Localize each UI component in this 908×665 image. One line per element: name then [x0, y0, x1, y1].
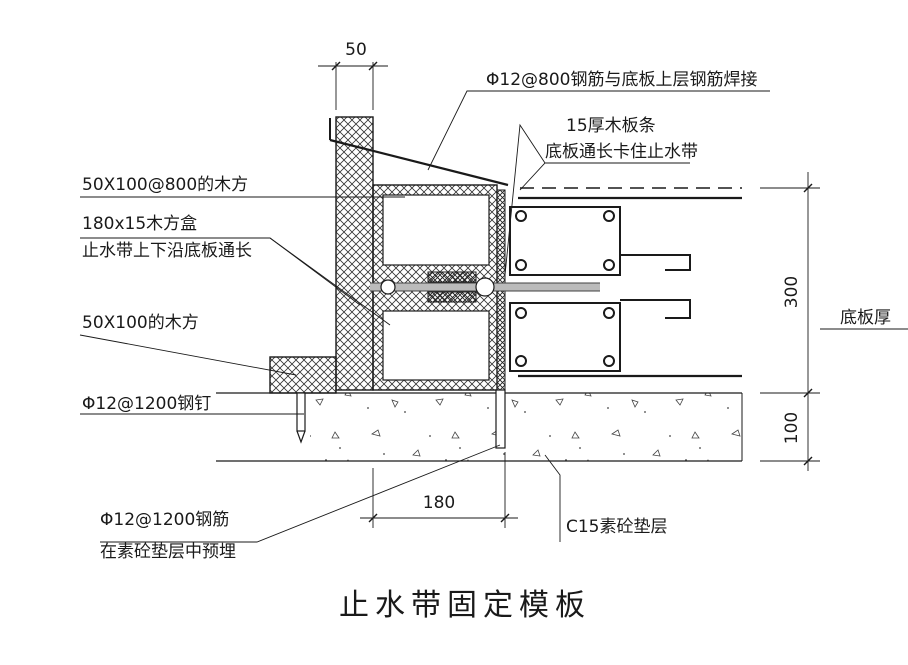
- label-slab-clamp: 底板通长卡住止水带: [545, 142, 698, 162]
- stirrup-upper: [509, 206, 621, 276]
- embedded-rebar: [495, 389, 506, 449]
- leader-lines: [79, 90, 908, 543]
- label-slab-thickness: 底板厚: [840, 308, 891, 328]
- labels: Φ12@800钢筋与底板上层钢筋焊接 15厚木板条 底板通长卡住止水带 50X1…: [82, 70, 891, 562]
- label-cushion: C15素砼垫层: [566, 517, 668, 537]
- label-timber-800: 50X100@800的木方: [82, 175, 248, 195]
- label-waterstop-along: 止水带上下沿底板通长: [82, 241, 252, 261]
- cushion-layer: [216, 392, 743, 462]
- dim-180-text: 180: [423, 493, 455, 513]
- stirrup-lower: [509, 302, 621, 372]
- label-nail: Φ12@1200钢钉: [82, 394, 211, 414]
- nail: [296, 392, 306, 444]
- dim-bottom-180: 180: [360, 452, 518, 528]
- label-rebar-weld: Φ12@800钢筋与底板上层钢筋焊接: [486, 70, 757, 90]
- dim-300-text: 300: [782, 276, 802, 308]
- drawing-title: 止水带固定模板: [339, 588, 591, 623]
- slab-rebar: [518, 187, 742, 378]
- dim-100-text: 100: [782, 412, 802, 444]
- dim-top-50: 50: [318, 40, 388, 110]
- timber-column: [335, 116, 374, 391]
- label-timber-plain: 50X100的木方: [82, 313, 199, 333]
- label-box-180: 180x15木方盒: [82, 214, 197, 234]
- label-wood-strip: 15厚木板条: [566, 116, 656, 136]
- top-bar: [329, 118, 509, 187]
- waterstop: [370, 271, 600, 303]
- label-embed-1: Φ12@1200钢筋: [100, 510, 229, 530]
- label-embed-2: 在素砼垫层中预埋: [100, 542, 236, 562]
- dim-right: 300 100: [760, 172, 820, 471]
- dim-top-50-text: 50: [345, 40, 367, 60]
- timber-bottom: [269, 356, 337, 394]
